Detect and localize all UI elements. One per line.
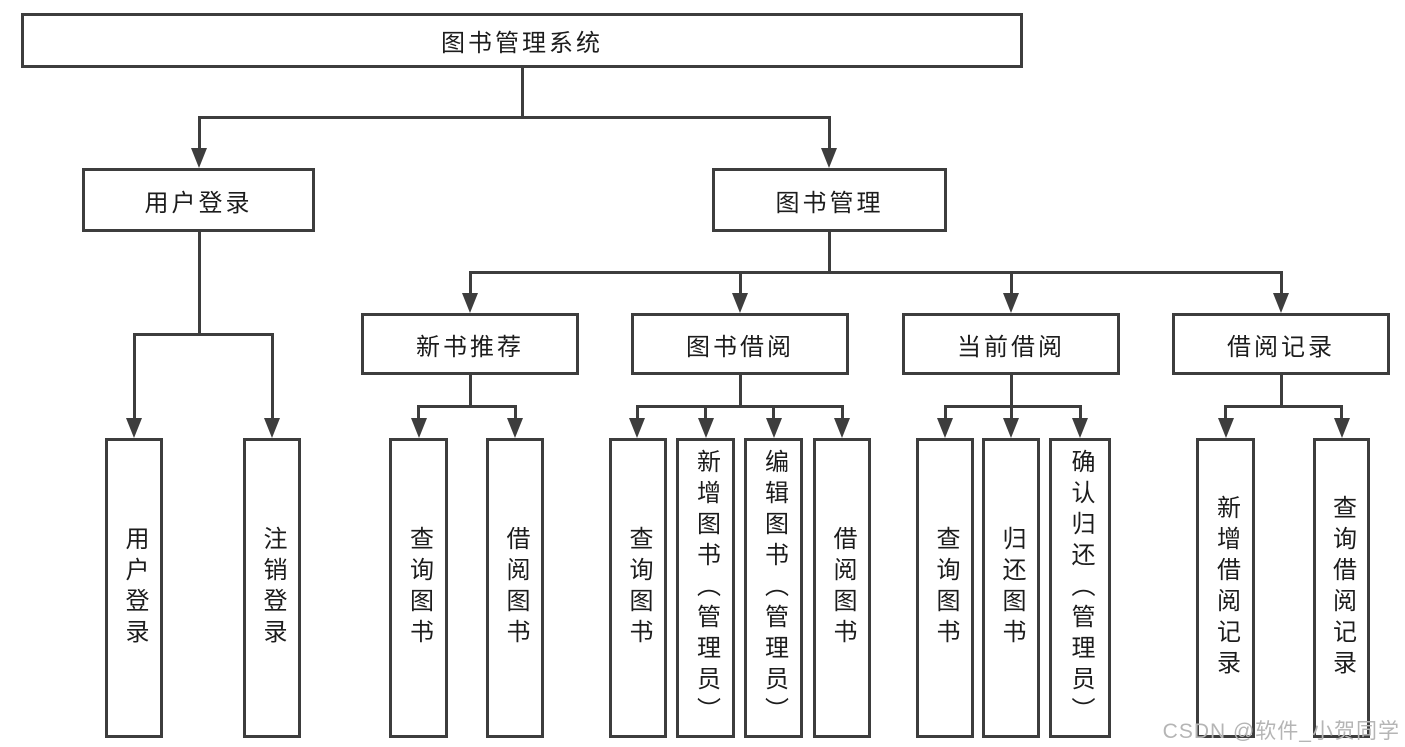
node-book-management: 图书管理 (712, 168, 947, 232)
leaf-borrow-book-label: 借阅图书 (829, 526, 856, 650)
connector-line (840, 405, 844, 420)
node-borrow-records: 借阅记录 (1172, 313, 1390, 375)
leaf-logout: 注销登录 (243, 438, 301, 738)
leaf-return-book: 归还图书 (982, 438, 1040, 738)
leaf-return-book-label: 归还图书 (998, 526, 1025, 650)
leaf-query-book-borrowing: 查询图书 (609, 438, 667, 738)
connector-line (132, 333, 274, 336)
node-book-management-label: 图书管理 (775, 189, 884, 217)
leaf-query-book-current: 查询图书 (916, 438, 974, 738)
arrowhead-down-icon (410, 418, 427, 438)
connector-line (827, 116, 831, 150)
leaf-add-borrow-record-label: 新增借阅记录 (1212, 495, 1240, 681)
connector-line (468, 375, 472, 408)
node-system-root-label: 图书管理系统 (441, 30, 603, 57)
connector-line (197, 116, 831, 119)
connector-line (270, 333, 274, 420)
leaf-user-login-label: 用户登录 (121, 526, 148, 650)
leaf-query-book-borrowing-label: 查询图书 (625, 526, 652, 650)
connector-line (1078, 405, 1082, 420)
connector-line (468, 271, 1283, 274)
leaf-query-borrow-record-label: 查询借阅记录 (1328, 495, 1356, 681)
connector-line (1224, 405, 1227, 420)
connector-line (943, 405, 947, 420)
connector-line (943, 405, 1082, 408)
leaf-query-book-recommend: 查询图书 (389, 438, 448, 738)
connector-line (468, 271, 472, 295)
node-current-borrowing: 当前借阅 (902, 313, 1120, 375)
arrowhead-down-icon (834, 418, 850, 438)
node-user-login: 用户登录 (82, 168, 315, 232)
connector-line (635, 405, 639, 420)
arrowhead-down-icon (1333, 418, 1350, 438)
arrowhead-down-icon (937, 418, 953, 438)
leaf-borrow-book-recommend-label: 借阅图书 (502, 526, 529, 650)
connector-line (417, 405, 420, 420)
connector-line (1224, 405, 1343, 408)
leaf-add-book-admin: 新增图书（管理员） (676, 438, 735, 738)
arrowhead-down-icon (191, 148, 207, 168)
arrowhead-down-icon (1217, 418, 1234, 438)
arrowhead-down-icon (765, 418, 782, 438)
leaf-edit-book-admin: 编辑图书（管理员） (744, 438, 803, 738)
node-new-book-recommend-label: 新书推荐 (416, 333, 524, 361)
connector-line (1009, 271, 1013, 295)
connector-line (197, 116, 201, 150)
leaf-borrow-book: 借阅图书 (813, 438, 871, 738)
leaf-edit-book-admin-label: 编辑图书（管理员） (760, 448, 788, 728)
leaf-query-borrow-record: 查询借阅记录 (1313, 438, 1370, 738)
arrowhead-down-icon (821, 148, 837, 168)
csdn-watermark: CSDN @软件_小贺同学 (1162, 720, 1400, 743)
leaf-borrow-book-recommend: 借阅图书 (486, 438, 544, 738)
connector-line (1340, 405, 1343, 420)
node-user-login-label: 用户登录 (144, 189, 253, 217)
arrowhead-down-icon (126, 418, 142, 438)
leaf-logout-label: 注销登录 (259, 526, 286, 650)
arrowhead-down-icon (1003, 293, 1019, 313)
connector-line (197, 232, 201, 336)
connector-line (827, 232, 831, 274)
arrowhead-down-icon (462, 293, 478, 313)
leaf-query-book-current-label: 查询图书 (932, 526, 959, 650)
arrowhead-down-icon (1003, 418, 1019, 438)
arrowhead-down-icon (697, 418, 714, 438)
connector-line (738, 375, 742, 408)
connector-line (520, 68, 524, 119)
leaf-user-login: 用户登录 (105, 438, 163, 738)
leaf-add-borrow-record: 新增借阅记录 (1196, 438, 1255, 738)
node-current-borrowing-label: 当前借阅 (957, 333, 1065, 361)
arrowhead-down-icon (507, 418, 523, 438)
connector-line (1009, 375, 1013, 408)
node-borrow-records-label: 借阅记录 (1227, 333, 1335, 361)
connector-line (1279, 375, 1283, 408)
leaf-add-book-admin-label: 新增图书（管理员） (692, 448, 720, 728)
connector-line (635, 405, 844, 408)
leaf-query-book-recommend-label: 查询图书 (405, 526, 433, 650)
connector-line (772, 405, 775, 420)
connector-line (704, 405, 707, 420)
arrowhead-down-icon (1072, 418, 1088, 438)
connector-line (1279, 271, 1283, 295)
leaf-confirm-return-admin: 确认归还（管理员） (1049, 438, 1111, 738)
node-book-borrowing-label: 图书借阅 (686, 333, 794, 361)
arrowhead-down-icon (629, 418, 645, 438)
node-system-root: 图书管理系统 (21, 13, 1023, 68)
connector-line (513, 405, 517, 420)
node-new-book-recommend: 新书推荐 (361, 313, 579, 375)
connector-line (1009, 405, 1013, 420)
node-book-borrowing: 图书借阅 (631, 313, 849, 375)
connector-line (417, 405, 517, 408)
arrowhead-down-icon (732, 293, 748, 313)
arrowhead-down-icon (264, 418, 280, 438)
connector-line (738, 271, 742, 295)
leaf-confirm-return-admin-label: 确认归还（管理员） (1067, 448, 1094, 728)
arrowhead-down-icon (1273, 293, 1289, 313)
connector-line (132, 333, 136, 420)
